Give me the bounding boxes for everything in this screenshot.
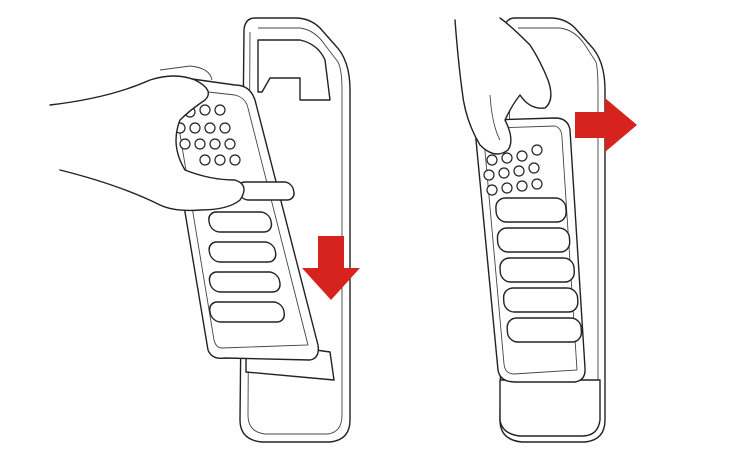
step-2-illustration [454,17,637,443]
hand [454,17,552,155]
arrow-down-icon [302,236,360,300]
grille-panel [475,117,586,383]
hand [49,65,245,212]
step-1-illustration [49,17,360,443]
arrow-right-icon [575,98,637,152]
